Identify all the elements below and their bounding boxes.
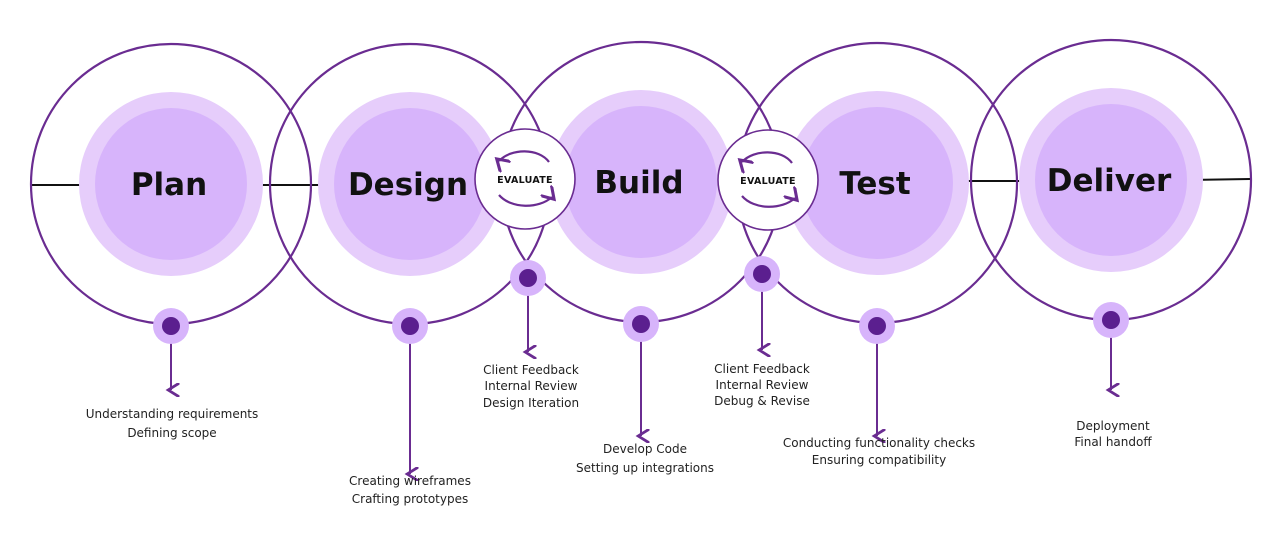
evaluate-note: Internal Review [485, 379, 578, 393]
stage-title-plan: Plan [131, 167, 207, 203]
pin-dot-icon [632, 315, 650, 333]
pin-dot-icon [868, 317, 886, 335]
stage-note-test: Conducting functionality checks [783, 436, 975, 450]
cycle-arrow-top [499, 150, 550, 162]
evaluate-label: EVALUATE [497, 175, 553, 186]
stage-note-plan: Understanding requirements [86, 407, 259, 421]
evaluate-note: Client Feedback [483, 363, 579, 377]
stage-note-test: Ensuring compatibility [812, 453, 946, 467]
evaluate-badge [717, 129, 819, 231]
cycle-arrow-top [742, 151, 793, 163]
stage-core-design [334, 108, 486, 260]
circular-arrows-icon [498, 150, 552, 207]
stage-discs: Plan Design Build Test Deliver [79, 88, 1203, 276]
stage-title-design: Design [348, 167, 468, 203]
pin-dot-icon [1102, 311, 1120, 329]
evaluate-note: Debug & Revise [714, 394, 810, 408]
stage-title-build: Build [594, 165, 683, 201]
stage-note-deliver: Deployment [1076, 419, 1150, 433]
stage-note-build: Setting up integrations [576, 461, 714, 475]
stage-note-design: Crafting prototypes [352, 492, 469, 506]
pin-dot-icon [162, 317, 180, 335]
pin-dot-icon [401, 317, 419, 335]
stage-note-build: Develop Code [603, 442, 687, 456]
stage-core-deliver [1035, 104, 1187, 256]
evaluate-note: Design Iteration [483, 396, 579, 410]
pin-dot-icon [753, 265, 771, 283]
stage-title-deliver: Deliver [1047, 163, 1172, 199]
cycle-arrow-bottom [498, 195, 552, 207]
evaluate-badges: EVALUATE EVALUATE [474, 128, 819, 231]
evaluate-note: Internal Review [716, 378, 809, 392]
stage-core-test [801, 107, 953, 259]
cycle-arrow-bottom [741, 196, 795, 208]
pin-markers [153, 256, 1129, 474]
pin-dot-icon [519, 269, 537, 287]
stage-note-plan: Defining scope [127, 426, 216, 440]
stage-core-build [565, 106, 717, 258]
evaluate-badge [474, 128, 576, 230]
circular-arrows-icon [741, 151, 795, 208]
stage-core-plan [95, 108, 247, 260]
stage-title-test: Test [839, 166, 911, 202]
stage-note-design: Creating wireframes [349, 474, 471, 488]
evaluate-note: Client Feedback [714, 362, 810, 376]
evaluate-label: EVALUATE [740, 176, 796, 187]
stage-note-deliver: Final handoff [1074, 435, 1152, 449]
